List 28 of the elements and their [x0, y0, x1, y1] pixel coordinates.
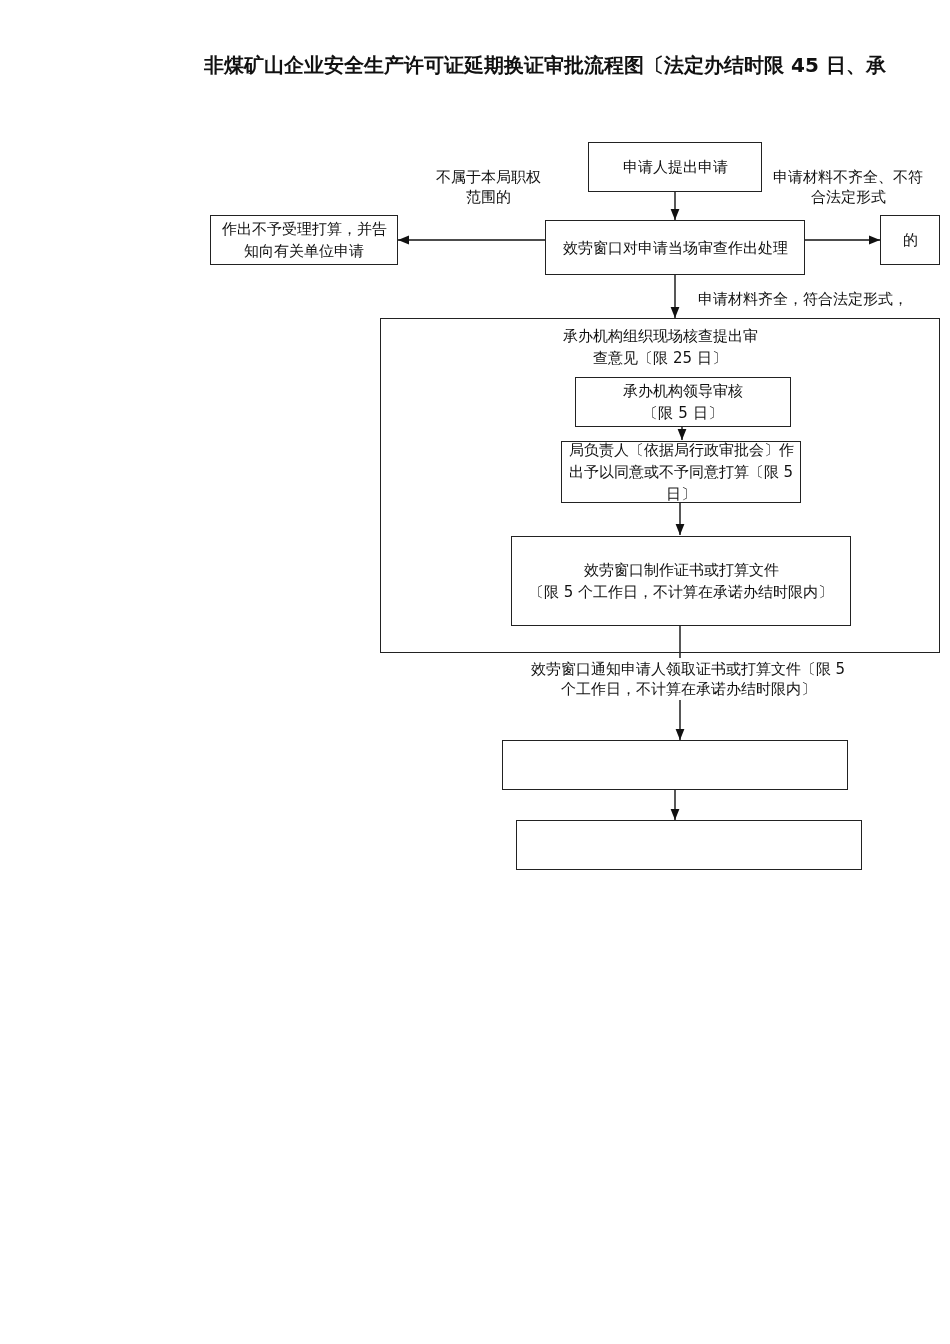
step-text: 作出不予受理打算，并告知向有关单位申请	[220, 219, 388, 262]
process-box	[511, 536, 851, 626]
empty-box	[516, 820, 862, 870]
step-text: 的	[902, 230, 918, 251]
process-box	[575, 377, 791, 427]
process-box	[588, 142, 762, 192]
process-box	[880, 215, 940, 265]
step-text: 申请人提出申请	[622, 157, 728, 178]
step-text: 局负责人〔依据局行政审批会〕作出予以同意或不予同意打算〔限 5 日〕	[568, 440, 794, 505]
empty-box	[502, 740, 848, 790]
process-box	[210, 215, 398, 265]
step-text: 效劳窗口对申请当场审查作出处理	[562, 237, 788, 259]
section-frame	[380, 318, 940, 653]
process-box	[545, 220, 805, 275]
edge-label: 申请材料不齐全、不符合法定形式	[770, 166, 926, 208]
arrow	[670, 789, 680, 821]
step-text: 承办机构领导审核	[623, 381, 743, 402]
arrow	[804, 235, 881, 245]
title: 非煤矿山企业安全生产许可证延期换证审批流程图〔法定办结时限 45 日、承	[204, 52, 887, 79]
step-text: 效劳窗口制作证书或打算文件	[583, 560, 779, 581]
section-heading: 承办机构组织现场核查提出审查意见〔限 25 日〕	[561, 326, 759, 369]
arrow	[677, 425, 687, 441]
step-text: 〔限 5 日〕	[643, 403, 723, 424]
step-text: 〔限 5 个工作日，不计算在承诺办结时限内〕	[528, 582, 834, 603]
arrow	[675, 501, 685, 536]
arrow	[397, 235, 546, 245]
arrow	[670, 191, 680, 221]
arrow	[670, 274, 680, 319]
